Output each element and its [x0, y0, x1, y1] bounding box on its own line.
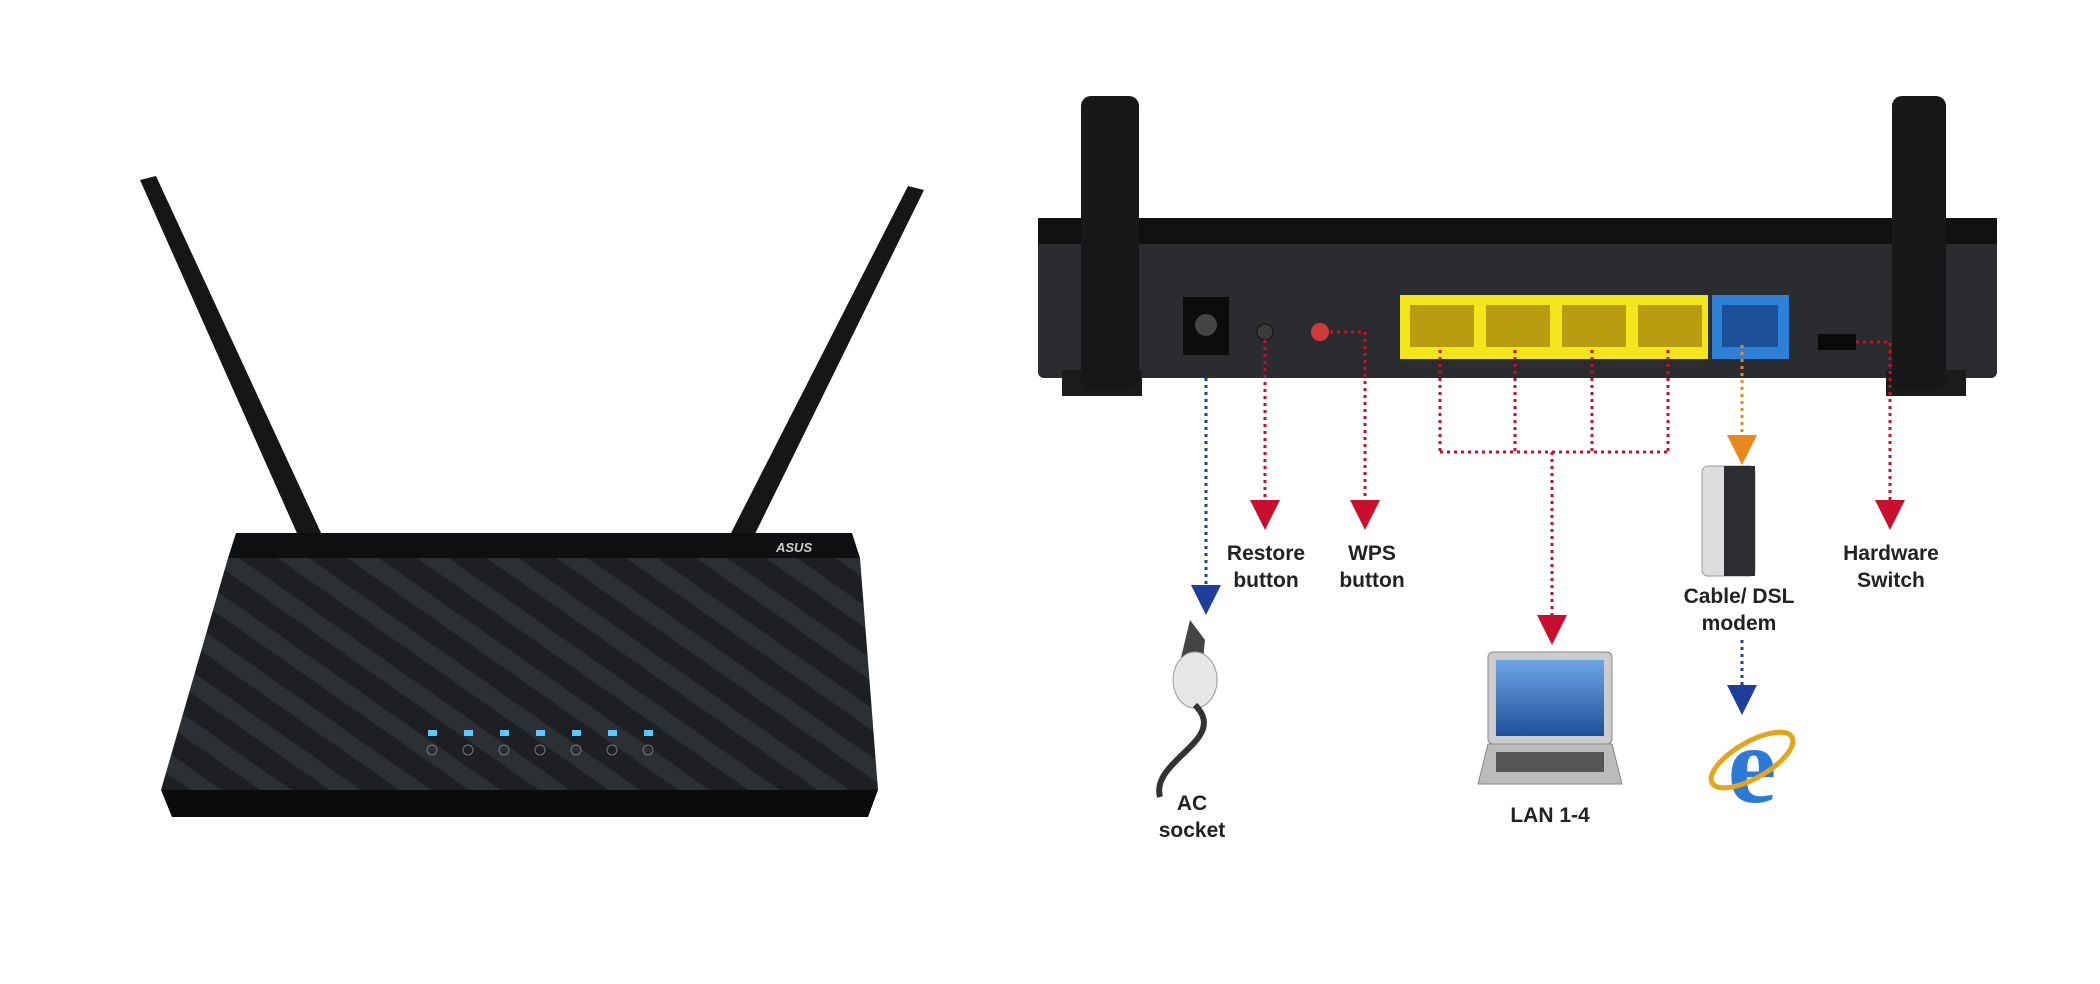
label-ac-socket: AC socket [1158, 792, 1226, 842]
status-led [500, 730, 509, 736]
label-restore-button: Restore button [1226, 542, 1306, 592]
led-symbol-icon [426, 744, 438, 756]
hardware-switch [1818, 334, 1856, 350]
brand-logo: ASUS [775, 540, 812, 555]
status-led [464, 730, 473, 736]
antenna-right [730, 186, 924, 540]
status-led [536, 730, 545, 736]
laptop-icon [1477, 651, 1623, 785]
restore-button [1256, 323, 1274, 341]
status-leds [426, 730, 654, 756]
led-symbol-icon [462, 744, 474, 756]
status-led [428, 730, 437, 736]
status-led [644, 730, 653, 736]
router-top-panel [161, 558, 878, 790]
led-symbol-icon [642, 744, 654, 756]
wps-button [1311, 323, 1329, 341]
label-wps-button: WPS button [1339, 542, 1405, 592]
antenna-right [1892, 96, 1946, 390]
led-symbol-icon [534, 744, 546, 756]
router-rear-view [1038, 96, 1997, 396]
led-symbol-icon [606, 744, 618, 756]
modem-icon [1701, 465, 1756, 577]
led-symbol-icon [570, 744, 582, 756]
antenna-left [1081, 96, 1139, 390]
label-lan-ports: LAN 1-4 [1510, 804, 1590, 827]
led-symbol-icon [498, 744, 510, 756]
label-hardware-switch: Hardware Switch [1843, 542, 1939, 592]
connection-lines [1191, 330, 1905, 715]
power-plug-icon [1156, 620, 1218, 798]
label-modem: Cable/ DSL modem [1683, 585, 1795, 635]
antenna-left [140, 176, 322, 540]
internet-explorer-icon: e [1708, 704, 1796, 826]
status-led [608, 730, 617, 736]
svg-text:e: e [1728, 704, 1777, 826]
status-led [572, 730, 581, 736]
router-front-view: ASUS [140, 176, 924, 817]
